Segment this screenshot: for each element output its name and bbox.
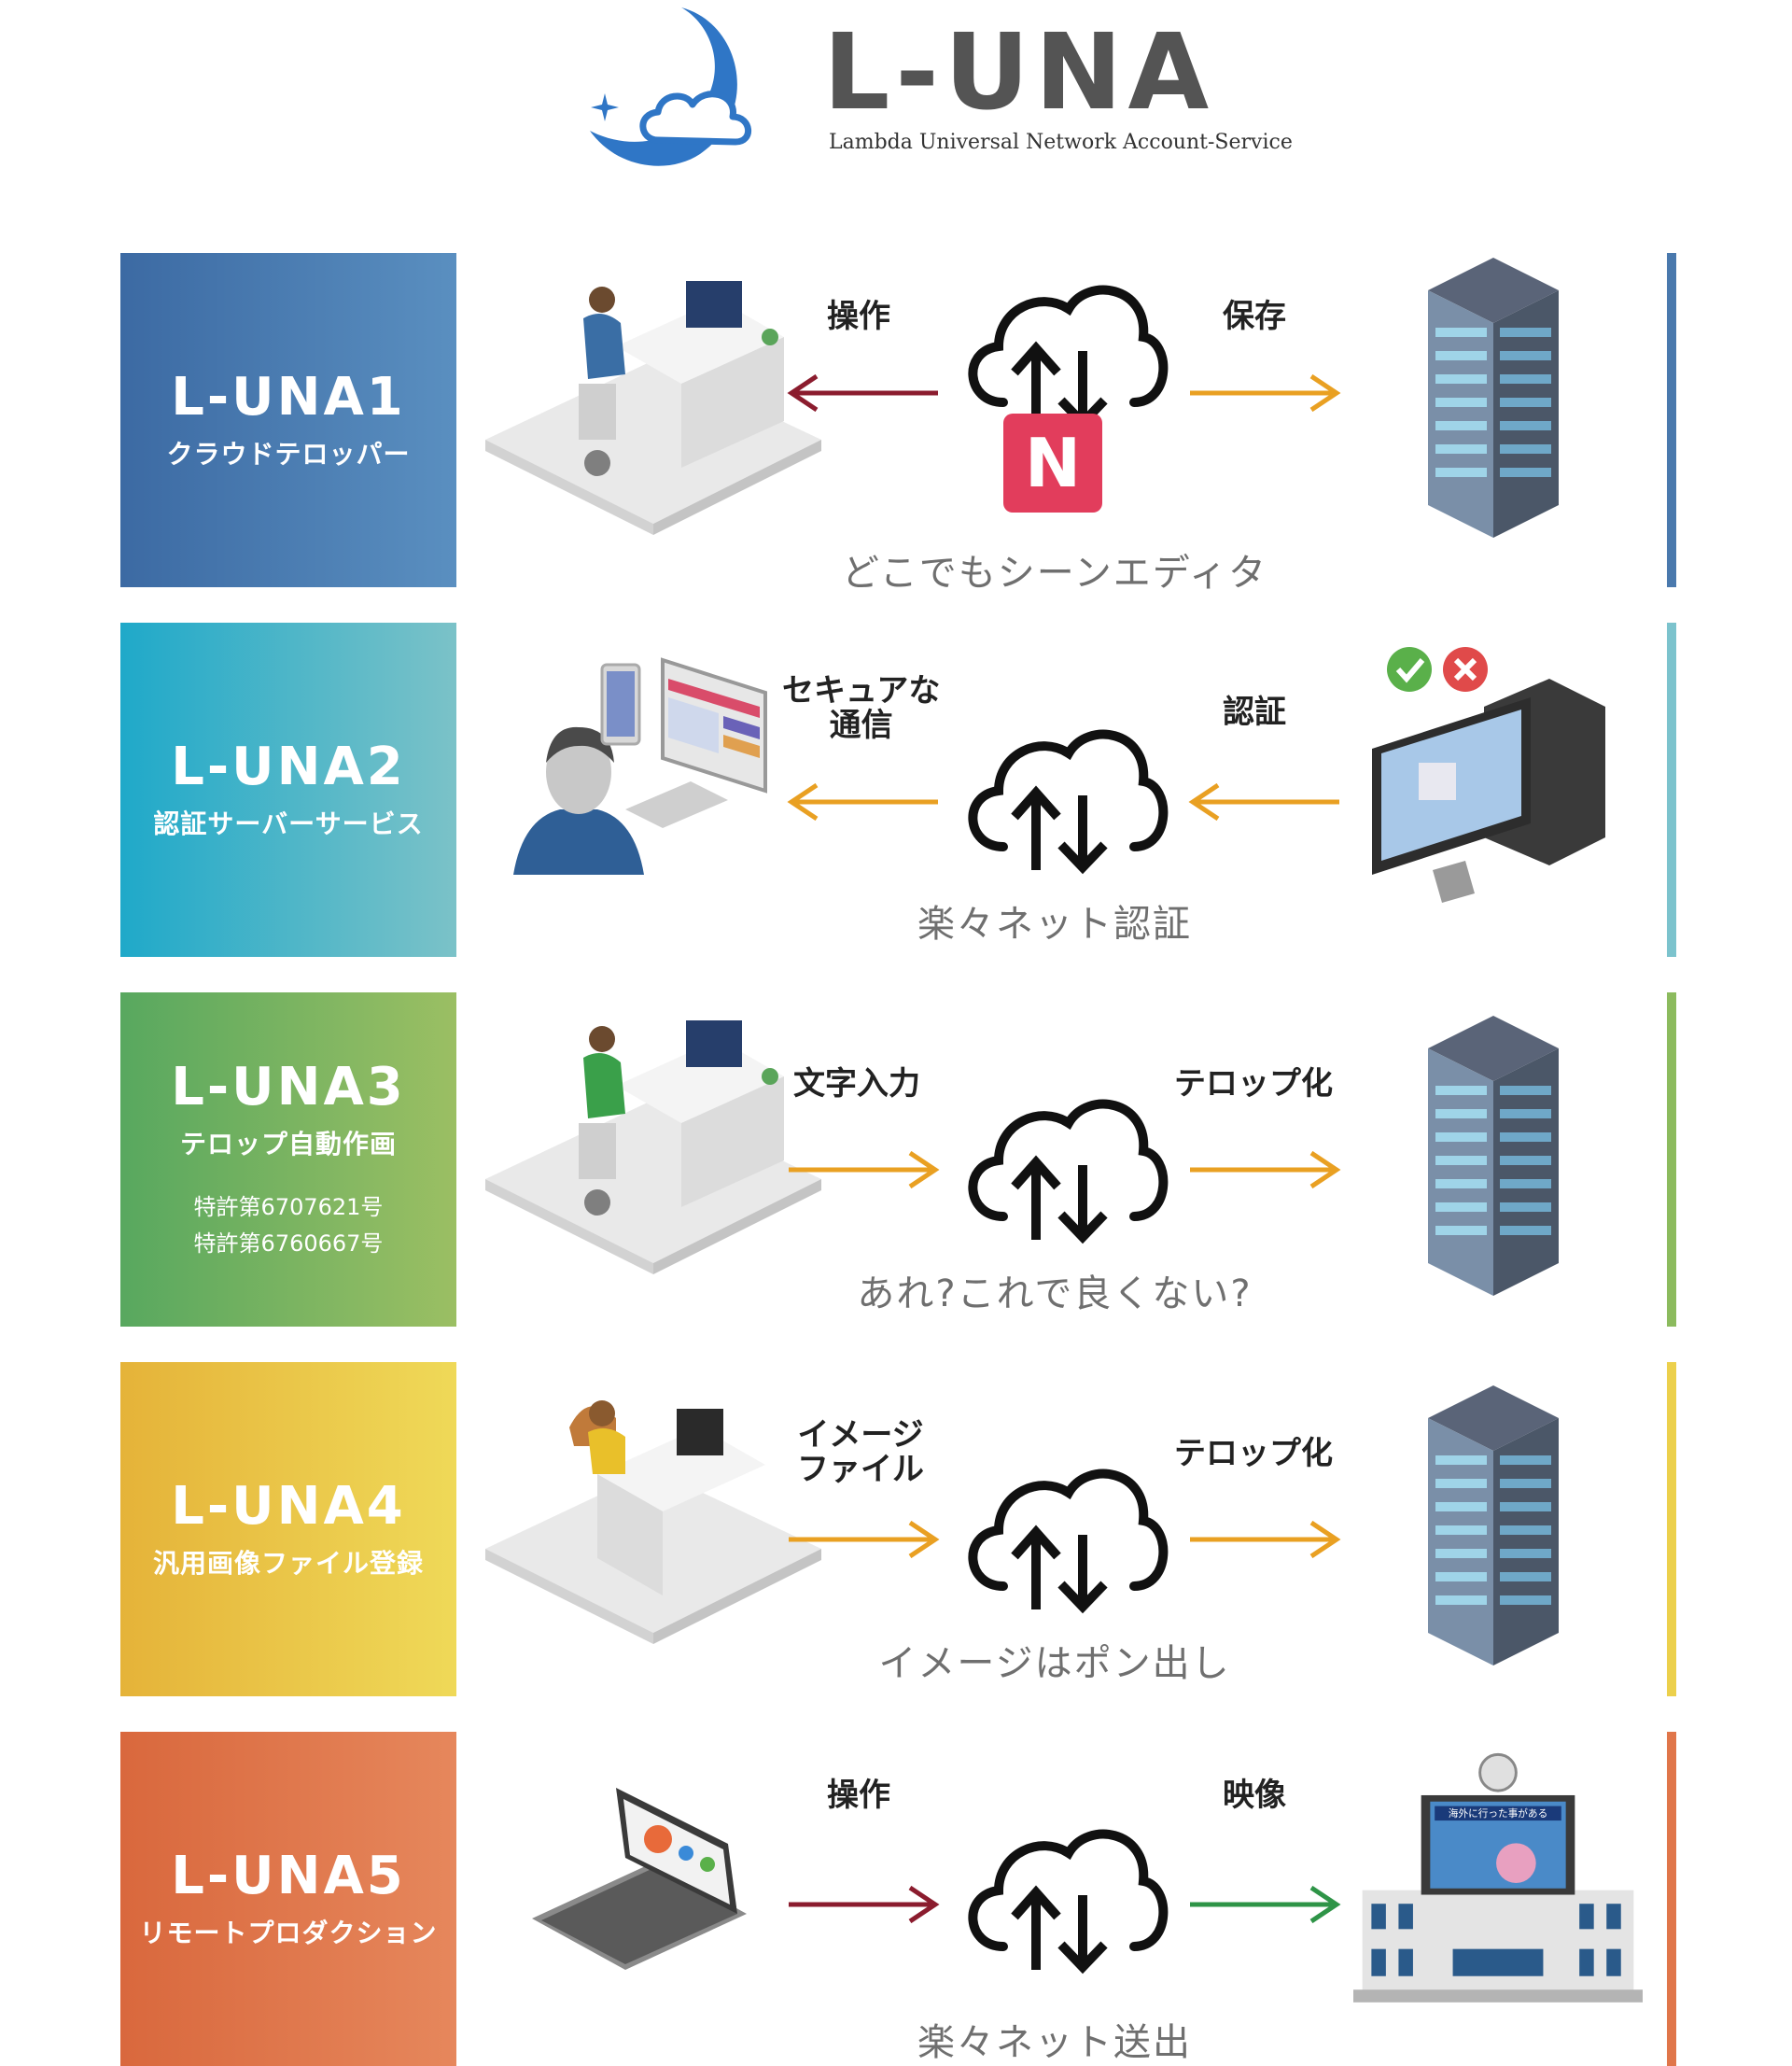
luna-logo: L-UNA Lambda Universal Network Account-S… [579,0,1293,177]
service-name: テロップ自動作画 [179,1129,397,1159]
laptop-icon [532,1788,747,1970]
person-at-desk-icon [485,281,821,535]
service-label-box: L-UNA1 クラウドテロッパー [120,253,456,587]
service-row-luna3: L-UNA3 テロップ自動作画 特許第6707621号 特許第6760667号 … [0,992,1792,1327]
woman-at-desk-icon [485,1400,821,1644]
service-name: リモートプロダクション [139,1917,438,1948]
left-operation-label: セキュアな 通信 [782,672,941,745]
service-name: クラウドテロッパー [166,438,411,470]
left-operation-label: 文字入力 [793,1065,920,1103]
row-accent-bar [1667,623,1676,957]
row-caption: イメージはポン出し [878,1642,1231,1685]
left-arrow-icon [1188,783,1339,821]
service-name: 認証サーバーサービス [153,808,424,839]
service-row-luna2: L-UNA2 認証サーバーサービス セキュアな 通信 認証 [0,623,1792,957]
left-arrow-icon [787,374,938,412]
right-arrow-icon [789,1521,940,1558]
row-caption: あれ?これで良くない? [857,1272,1253,1315]
user-with-devices-icon [513,657,767,875]
right-arrow-icon [1190,374,1341,412]
service-code: L-UNA3 [171,1057,406,1118]
right-arrow-icon [1190,1521,1341,1558]
left-operation-label: 操作 [827,1777,890,1814]
server-rack-icon [1428,1016,1559,1296]
service-label-box: L-UNA4 汎用画像ファイル登録 [120,1362,456,1696]
logo-wordmark: L-UNA [823,12,1215,134]
patent-list: 特許第6707621号 特許第6760667号 [194,1188,384,1260]
broadcast-building-icon: 海外に行った事がある [1353,1752,1643,2003]
moon-cloud-logo-icon [590,7,752,166]
right-operation-label: 映像 [1223,1777,1286,1814]
row-accent-bar [1667,1732,1676,2066]
service-code: L-UNA1 [171,367,406,429]
cloud-sync-icon [968,285,1169,430]
service-code: L-UNA5 [171,1846,406,1907]
server-rack-icon [1428,258,1559,538]
patent-number: 特許第6760667号 [193,1230,384,1257]
screen-headline-text: 海外に行った事がある [1449,1807,1547,1820]
service-row-luna4: L-UNA4 汎用画像ファイル登録 イメージ ファイル テロップ化 [0,1362,1792,1696]
service-code: L-UNA4 [171,1476,406,1538]
cloud-sync-icon [968,729,1169,875]
service-label-box: L-UNA3 テロップ自動作画 特許第6707621号 特許第6760667号 [120,992,456,1327]
right-arrow-icon [789,1151,940,1188]
right-operation-label: テロップ化 [1174,1435,1333,1472]
right-arrow-icon [1190,1886,1341,1923]
service-name: 汎用画像ファイル登録 [152,1547,424,1579]
authentication-computer-icon [1372,647,1605,903]
right-operation-label: 認証 [1223,694,1286,731]
service-label-box: L-UNA2 認証サーバーサービス [120,623,456,957]
server-rack-icon [1428,1385,1559,1665]
cloud-sync-icon [968,1829,1169,1975]
service-row-luna1: L-UNA1 クラウドテロッパー 操作 N 保存 [0,253,1792,595]
left-operation-label: イメージ ファイル [797,1416,924,1489]
cloud-sync-icon [968,1469,1169,1614]
service-code: L-UNA2 [171,737,406,798]
row-caption: 楽々ネット送出 [917,2021,1192,2064]
left-arrow-icon [787,783,938,821]
n-badge-letter: N [1024,424,1082,502]
row-caption: どこでもシーンエディタ [842,552,1267,595]
row-caption: 楽々ネット認証 [917,903,1192,946]
row-accent-bar [1667,1362,1676,1696]
logo-tagline: Lambda Universal Network Account-Service [829,131,1293,154]
service-label-box: L-UNA5 リモートプロダクション [120,1732,456,2066]
left-operation-label: 操作 [827,298,890,335]
service-row-luna5: L-UNA5 リモートプロダクション 操作 映像 [0,1732,1792,2066]
patent-number: 特許第6707621号 [193,1194,384,1220]
n-badge-icon: N [1003,414,1102,513]
row-accent-bar [1667,253,1676,587]
right-operation-label: テロップ化 [1174,1065,1333,1103]
row-accent-bar [1667,992,1676,1327]
person-at-desk-icon [485,1020,821,1274]
cloud-sync-icon [968,1099,1169,1244]
right-arrow-icon [789,1886,940,1923]
right-arrow-icon [1190,1151,1341,1188]
right-operation-label: 保存 [1223,298,1286,335]
